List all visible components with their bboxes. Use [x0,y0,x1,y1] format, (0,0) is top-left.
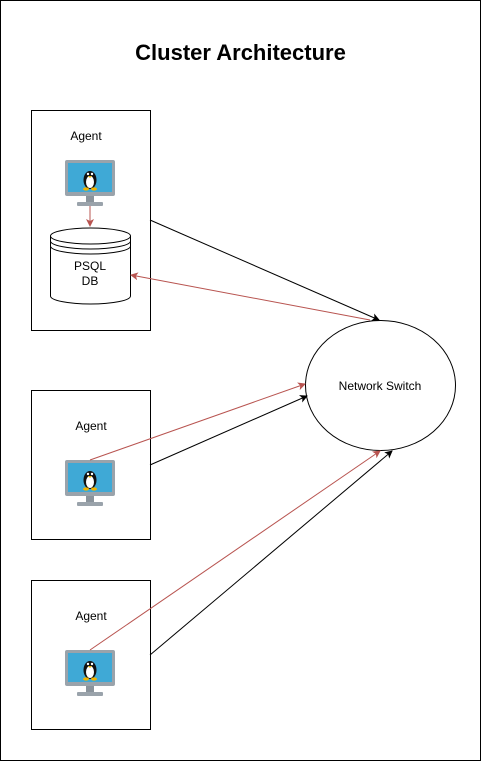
agent-label-3: Agent [75,609,107,623]
diagram-title: Cluster Architecture [135,40,346,65]
edge-agent1-to-switch [149,219,380,321]
edge-switch-to-db [130,272,371,321]
agent-label-1: Agent [70,129,102,143]
database-label-line1: PSQL [73,259,106,273]
database-label: PSQL DB [50,259,130,289]
network-switch-label: Network Switch [338,379,422,393]
edge-agent3-to-switch [149,450,393,656]
edge-agent3-monitor-to-switch [89,450,381,651]
edge-agent2-monitor-to-switch [89,382,306,461]
database-label-line2: DB [81,274,99,288]
agent-label-2: Agent [75,419,107,433]
database-cylinder [50,227,131,305]
edge-agent2-to-switch [149,395,308,466]
